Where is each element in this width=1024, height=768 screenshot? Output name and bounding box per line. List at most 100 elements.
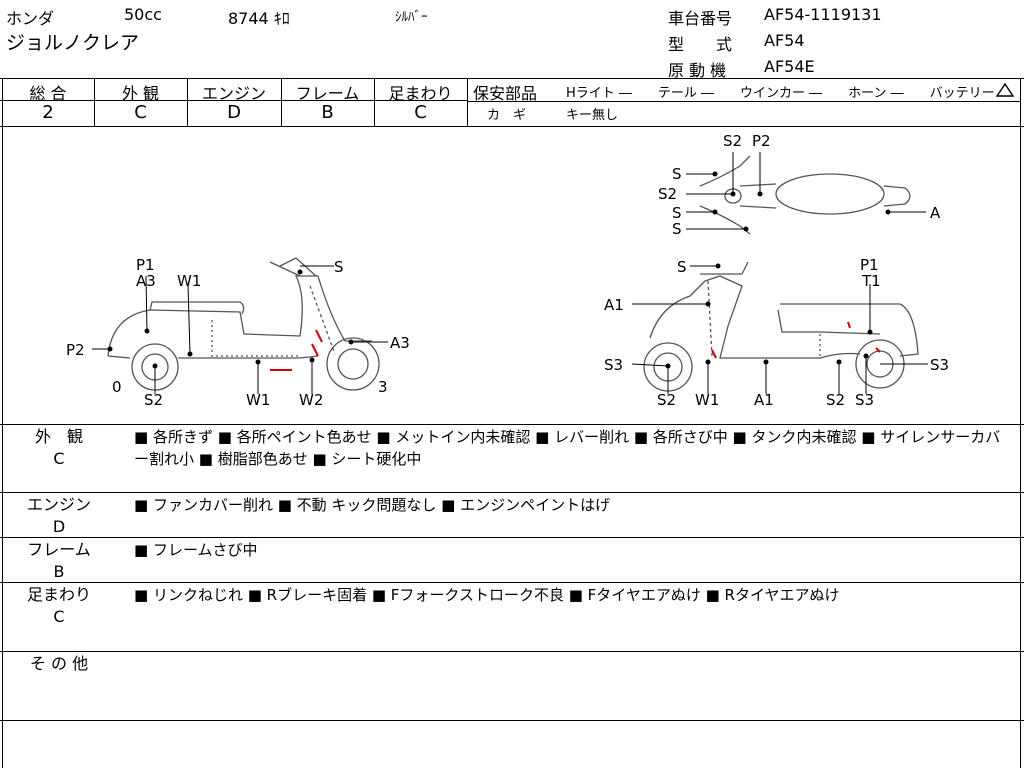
diagram-label: S3 <box>604 356 623 374</box>
frame-no: AF54-1119131 <box>764 5 882 24</box>
scooter-diagram: P1 A3 W1 S P2 A3 0 S2 W1 W2 3 S P1 T1 A1… <box>66 132 949 409</box>
grade-label: エンジン <box>201 84 266 103</box>
section-grade: D <box>52 517 66 536</box>
red-markings <box>270 321 881 371</box>
rule <box>467 101 1020 102</box>
rule <box>0 78 1024 79</box>
color: ｼﾙﾊﾞｰ <box>395 10 428 25</box>
engine-value: AF54E <box>764 57 815 76</box>
maker: ホンダ <box>6 9 55 28</box>
diagram-label: W1 <box>695 391 719 409</box>
grade-suspension: 足まわり C <box>374 78 467 126</box>
frame-no-label: 車台番号 <box>668 9 733 28</box>
leader-lines <box>92 152 928 394</box>
left-scooter <box>107 257 380 391</box>
rule <box>0 582 1024 583</box>
grade-value: B <box>321 102 334 123</box>
key-value: キー無し <box>566 108 619 123</box>
grade-exterior: 外 観 C <box>94 78 187 126</box>
grade-frame: フレーム B <box>281 78 374 126</box>
grade-value: C <box>414 102 427 123</box>
diagram-label: S2 <box>826 391 845 409</box>
rule <box>1020 78 1021 768</box>
type-label: 型 式 <box>668 35 733 54</box>
diagram-label: S <box>334 258 344 276</box>
rule <box>0 424 1024 425</box>
diagram-label: T1 <box>861 272 881 290</box>
rule <box>0 651 1024 652</box>
grade-overall: 総 合 2 <box>2 78 94 126</box>
section-engine-title: エンジン D <box>0 494 118 538</box>
section-suspension-body: ■ リンクねじれ ■ Rブレーキ固着 ■ Fフォークストローク不良 ■ Fタイヤ… <box>134 586 840 604</box>
diagram-label: 0 <box>112 378 122 396</box>
safety-items: Hライト ― テール ― ウインカー ― ホーン ― バッテリー <box>566 86 995 101</box>
rule <box>0 100 467 101</box>
mileage: 8744 ｷﾛ <box>228 9 290 28</box>
section-frame-body: ■ フレームさび中 <box>134 541 258 559</box>
section-exterior-body: ■ 各所きず ■ 各所ペイント色あせ ■ メットイン内未確認 ■ レバー削れ ■… <box>134 428 1001 468</box>
diagram-label: S2 <box>723 132 742 150</box>
triangle-icon <box>995 82 1015 101</box>
diagram-label: P2 <box>66 341 85 359</box>
section-title: そ の 他 <box>29 654 89 673</box>
rule <box>0 537 1024 538</box>
rule <box>0 720 1024 721</box>
diagram-label: A1 <box>754 391 774 409</box>
rule <box>281 78 282 126</box>
diagram-label: S <box>677 258 687 276</box>
diagram-label: P1 <box>136 256 155 274</box>
grade-label: フレーム <box>295 84 360 103</box>
diagram-label: A1 <box>604 296 624 314</box>
diagram-label: W2 <box>299 391 323 409</box>
grade-value: D <box>227 102 241 123</box>
section-frame-title: フレーム B <box>0 539 118 583</box>
type-value: AF54 <box>764 31 805 50</box>
section-grade: C <box>53 449 65 468</box>
displacement: 50cc <box>124 5 162 24</box>
diagram-label: S3 <box>930 356 949 374</box>
diagram-label: S <box>672 165 682 183</box>
section-exterior-title: 外 観 C <box>0 426 118 470</box>
section-suspension-title: 足まわり C <box>0 584 118 628</box>
engine-label: 原 動 機 <box>668 61 727 80</box>
grade-label: 足まわり <box>388 84 453 103</box>
diagram-label: A <box>930 204 941 222</box>
diagram-label: S3 <box>855 391 874 409</box>
grade-label: 総 合 <box>29 84 67 103</box>
grade-engine: エンジン D <box>187 78 281 126</box>
diagram-label: S2 <box>657 391 676 409</box>
section-title: フレーム <box>27 540 91 559</box>
diagram-label: A3 <box>390 334 410 352</box>
section-title: 足まわり <box>26 585 91 604</box>
diagram-label: A3 <box>136 272 156 290</box>
section-title: エンジン <box>26 495 91 514</box>
rule <box>0 126 1024 127</box>
diagram-label: S2 <box>144 391 163 409</box>
top-scooter <box>699 155 911 235</box>
model-name: ジョルノクレア <box>6 32 140 54</box>
key-label: カ ギ <box>487 108 527 123</box>
rule <box>94 78 95 126</box>
grade-label: 外 観 <box>121 84 160 103</box>
section-grade: C <box>53 607 65 626</box>
grade-value: C <box>134 102 147 123</box>
diagram-label: W1 <box>246 391 270 409</box>
rule <box>467 78 468 126</box>
diagram-label: S <box>672 220 682 238</box>
right-scooter <box>643 261 919 392</box>
diagram-label: P1 <box>860 256 879 274</box>
section-grade: B <box>53 562 65 581</box>
diagram-label: 3 <box>378 378 388 396</box>
grade-value: 2 <box>42 102 54 123</box>
damage-markers <box>107 171 891 369</box>
rule <box>187 78 188 126</box>
section-other-title: そ の 他 <box>0 653 118 675</box>
rule <box>0 492 1024 493</box>
section-title: 外 観 <box>34 427 83 446</box>
rule <box>374 78 375 126</box>
diagram-label: S2 <box>658 185 677 203</box>
rule <box>2 78 3 768</box>
diagram-label: P2 <box>752 132 771 150</box>
diagram-label: S <box>672 204 682 222</box>
diagram-label: W1 <box>177 272 201 290</box>
